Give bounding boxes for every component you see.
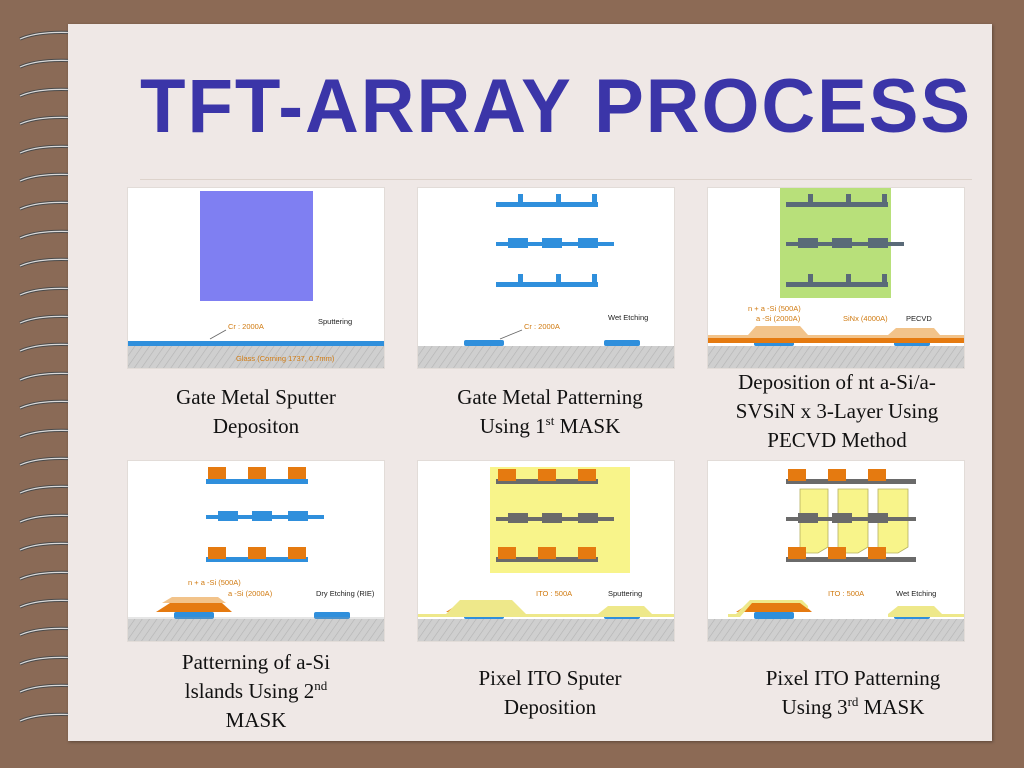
slide-title: TFT-ARRAY PROCESS [140, 64, 973, 149]
cr-label: Cr : 2000A [228, 322, 264, 331]
diagram-ito-sputter: ITO : 500A Sputtering [418, 461, 674, 641]
n-si-label: n + a -Si (500A) [188, 578, 241, 587]
diagram-gate-metal-patterning: Cr : 2000A Wet Etching [418, 188, 674, 368]
caption-gate-metal-sputter: Gate Metal Sputter Depositon [176, 385, 336, 438]
process-label: Sputtering [318, 317, 352, 326]
process-label: Wet Etching [896, 589, 936, 598]
caption-a-si-islands: Patterning of a-Si lslands Using 2nd MAS… [181, 650, 331, 732]
diagram-a-si-islands: n + a -Si (500A) a -Si (2000A) Dry Etchi… [128, 461, 384, 641]
caption-ito-sputter: Pixel ITO Sputer Deposition [478, 666, 622, 719]
ito-label: ITO : 500A [828, 589, 864, 598]
title-divider [140, 179, 972, 180]
process-label: Dry Etching (RIE) [316, 589, 375, 598]
n-si-label: n + a -Si (500A) [748, 304, 801, 313]
caption-pecvd-deposition: Deposition of nt a-Si/a- SVSiN x 3-Layer… [735, 370, 939, 452]
caption-gate-metal-patterning: Gate Metal Patterning Using 1st MASK [457, 385, 643, 438]
diagram-ito-patterning: ITO : 500A Wet Etching [708, 461, 964, 641]
ito-label: ITO : 500A [536, 589, 572, 598]
a-si-label: a -Si (2000A) [228, 589, 273, 598]
caption-ito-patterning: Pixel ITO Patterning Using 3rd MASK [765, 666, 941, 719]
cr-label: Cr : 2000A [524, 322, 560, 331]
process-label: Sputtering [608, 589, 642, 598]
a-si-label: a -Si (2000A) [756, 314, 801, 323]
diagram-gate-metal-sputter: Cr : 2000A Sputtering Glass (Corning 173… [128, 188, 384, 368]
mask-square [200, 191, 313, 301]
cr-layer [128, 341, 384, 346]
glass-label: Glass (Corning 1737, 0.7mm) [236, 354, 335, 363]
glass-substrate [128, 346, 384, 368]
process-label: PECVD [906, 314, 932, 323]
process-label: Wet Etching [608, 313, 648, 322]
sinx-label: SiNx (4000A) [843, 314, 888, 323]
diagram-pecvd-deposition: n + a -Si (500A) a -Si (2000A) SiNx (400… [708, 188, 964, 368]
